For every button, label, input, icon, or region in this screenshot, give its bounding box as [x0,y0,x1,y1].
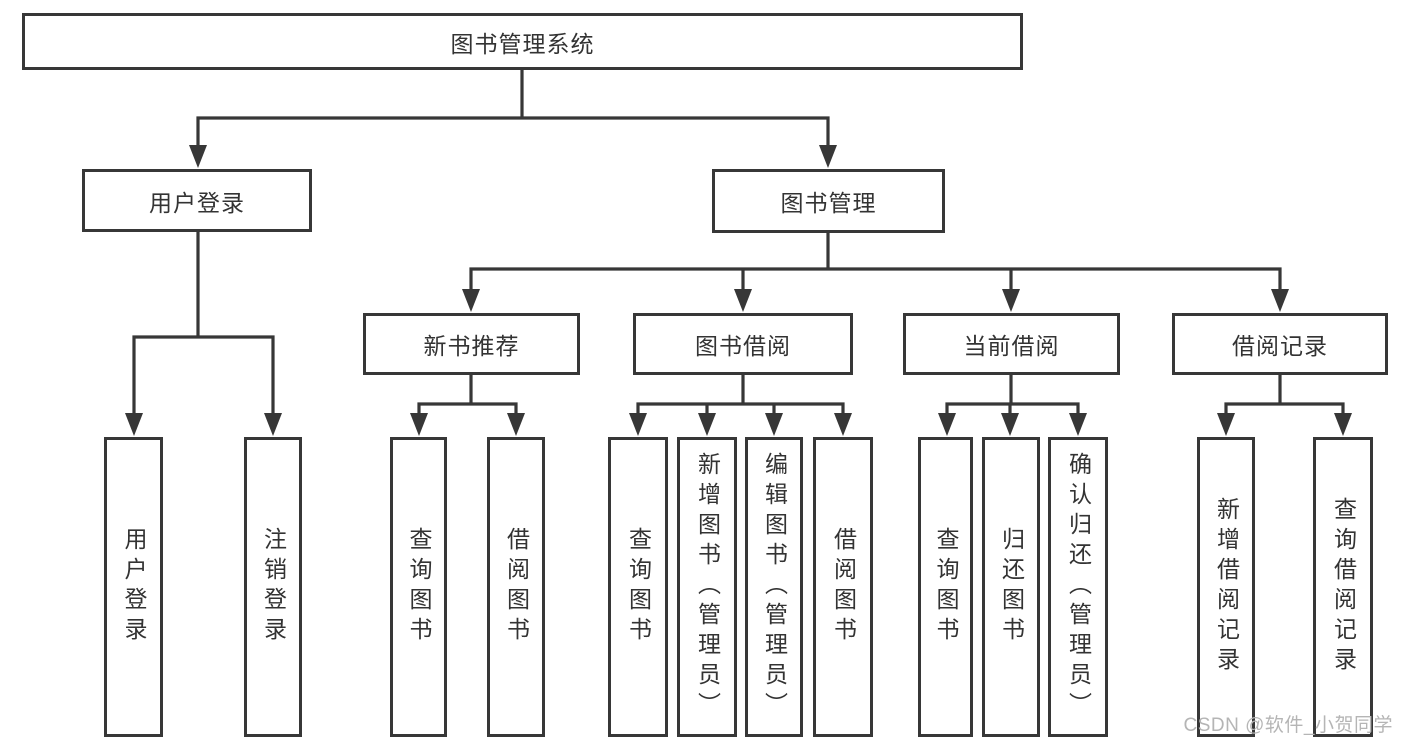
node-label: 用户登录 [149,189,245,216]
leaf-label: 新增图书（管理员） [694,452,721,722]
leaf-label: 注销登录 [260,527,287,647]
watermark: CSDN @软件_小贺同学 [1183,715,1393,736]
leaf-label: 查询借阅记录 [1330,497,1357,677]
leaf-label: 确认归还（管理员） [1065,452,1092,722]
leaf-label: 归还图书 [998,527,1025,647]
leaf-add-borrow-record: 新增借阅记录 [1197,437,1255,737]
leaf-query-borrow-record: 查询借阅记录 [1313,437,1373,737]
leaf-query-books-borrowing: 查询图书 [608,437,668,737]
leaf-borrow-books-borrowing: 借阅图书 [813,437,873,737]
leaf-borrow-books-recommend: 借阅图书 [487,437,545,737]
leaf-label: 用户登录 [121,527,147,647]
node-borrowing-records: 借阅记录 [1172,313,1388,375]
node-label: 新书推荐 [423,333,520,359]
node-library-system: 图书管理系统 [22,13,1023,70]
leaf-return-books: 归还图书 [982,437,1040,737]
leaf-label: 借阅图书 [503,527,530,647]
node-current-borrowing: 当前借阅 [903,313,1120,375]
leaf-query-books-current: 查询图书 [918,437,973,737]
node-label: 图书管理 [780,190,877,216]
node-book-management: 图书管理 [712,169,945,233]
node-label: 图书借阅 [695,333,791,359]
leaf-label: 查询图书 [625,527,652,647]
leaf-label: 查询图书 [406,527,432,647]
leaf-label: 编辑图书（管理员） [761,452,788,722]
leaf-query-books-recommend: 查询图书 [390,437,447,737]
leaf-logout: 注销登录 [244,437,302,737]
node-user-login: 用户登录 [82,169,312,232]
leaf-label: 查询图书 [933,527,959,647]
node-label: 图书管理系统 [450,30,595,57]
node-new-book-recommend: 新书推荐 [363,313,580,375]
node-label: 借阅记录 [1232,333,1328,359]
leaf-add-books-admin: 新增图书（管理员） [677,437,737,737]
leaf-label: 新增借阅记录 [1213,497,1240,677]
leaf-edit-books-admin: 编辑图书（管理员） [745,437,803,737]
leaf-label: 借阅图书 [830,527,857,647]
leaf-user-login: 用户登录 [104,437,163,737]
leaf-confirm-return-admin: 确认归还（管理员） [1048,437,1108,737]
node-label: 当前借阅 [963,333,1060,359]
node-book-borrowing: 图书借阅 [633,313,853,375]
